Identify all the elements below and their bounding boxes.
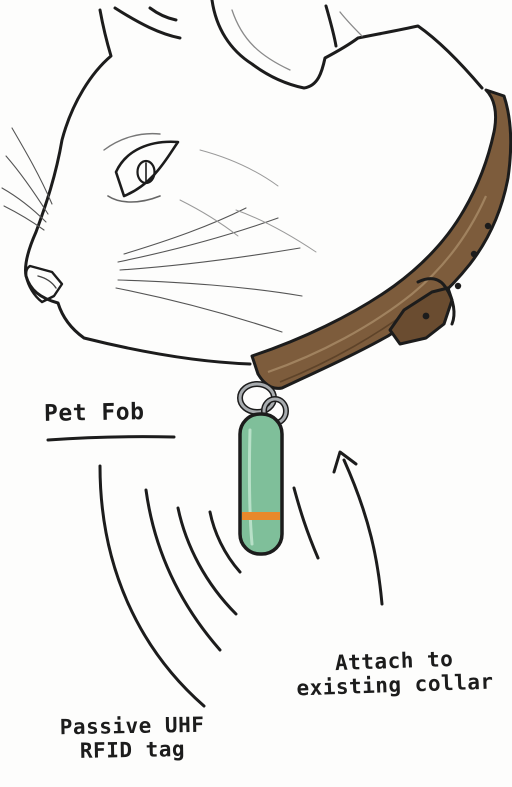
cat-whiskers — [2, 128, 302, 332]
attach-arrow — [334, 452, 382, 604]
rfid-callout-line1: Passive UHF — [60, 713, 205, 740]
title-pet-fob: Pet Fob — [44, 399, 145, 427]
cat-eye — [104, 134, 178, 202]
rfid-fob-tag — [240, 414, 282, 554]
cat-fur-strokes — [180, 150, 316, 252]
cat-ear-detail — [232, 10, 362, 70]
fob-band — [242, 512, 280, 520]
attach-callout: Attach to existing collar — [295, 646, 494, 701]
rfid-callout-line2: RFID tag — [60, 737, 205, 764]
rfid-callout: Passive UHF RFID tag — [60, 713, 205, 764]
title-underline — [48, 437, 174, 440]
collar — [252, 90, 511, 388]
signal-wave-arcs — [100, 466, 318, 706]
